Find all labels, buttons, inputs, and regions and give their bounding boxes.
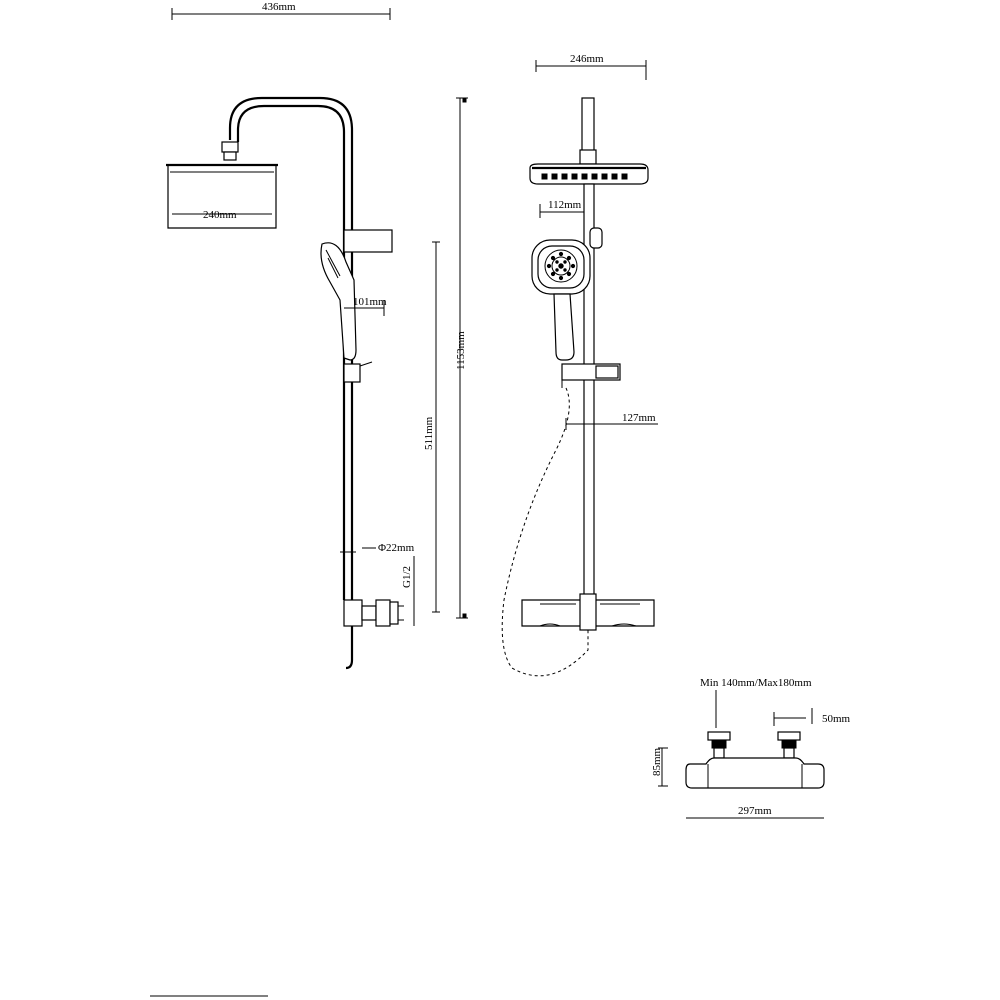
head-depth-label: 246mm bbox=[570, 53, 604, 65]
centers-label: Min 140mm/Max180mm bbox=[700, 677, 812, 689]
rail-height-label: 511mm bbox=[423, 416, 435, 450]
hand-shower-front bbox=[320, 242, 357, 361]
valve-body bbox=[685, 757, 825, 789]
upper-bracket bbox=[343, 229, 393, 253]
front-view: 436mm 240mm 101mm Φ22mm bbox=[166, 1, 468, 670]
left-union bbox=[707, 731, 731, 759]
hose-side bbox=[501, 387, 589, 677]
hand-shower-handle bbox=[553, 293, 575, 361]
slider-front bbox=[343, 363, 361, 383]
side-view: 246mm 112mm bbox=[501, 53, 658, 677]
hand-shower-nozzles bbox=[546, 251, 576, 281]
inlet-label: G1/2 bbox=[401, 566, 413, 588]
rain-head-nozzles bbox=[541, 173, 628, 180]
valve-width-label: 297mm bbox=[738, 805, 772, 817]
slider-offset-label: 127mm bbox=[622, 412, 656, 424]
overall-width-label: 436mm bbox=[262, 1, 296, 13]
mixer-front bbox=[343, 599, 363, 627]
valve-height-label: 85mm bbox=[651, 747, 663, 776]
riser-pipe bbox=[228, 96, 354, 600]
total-height-label: 1153mm bbox=[455, 331, 467, 370]
right-union bbox=[777, 731, 801, 759]
head-width-label: 240mm bbox=[203, 209, 237, 221]
arm-offset-label: 101mm bbox=[353, 296, 387, 308]
holder-offset-label: 112mm bbox=[548, 199, 582, 211]
pipe-diameter-label: Φ22mm bbox=[378, 542, 415, 554]
valve-detail: Min 140mm/Max180mm 50mm 85mm 297mm bbox=[651, 677, 851, 819]
eccentric-label: 50mm bbox=[822, 713, 851, 725]
